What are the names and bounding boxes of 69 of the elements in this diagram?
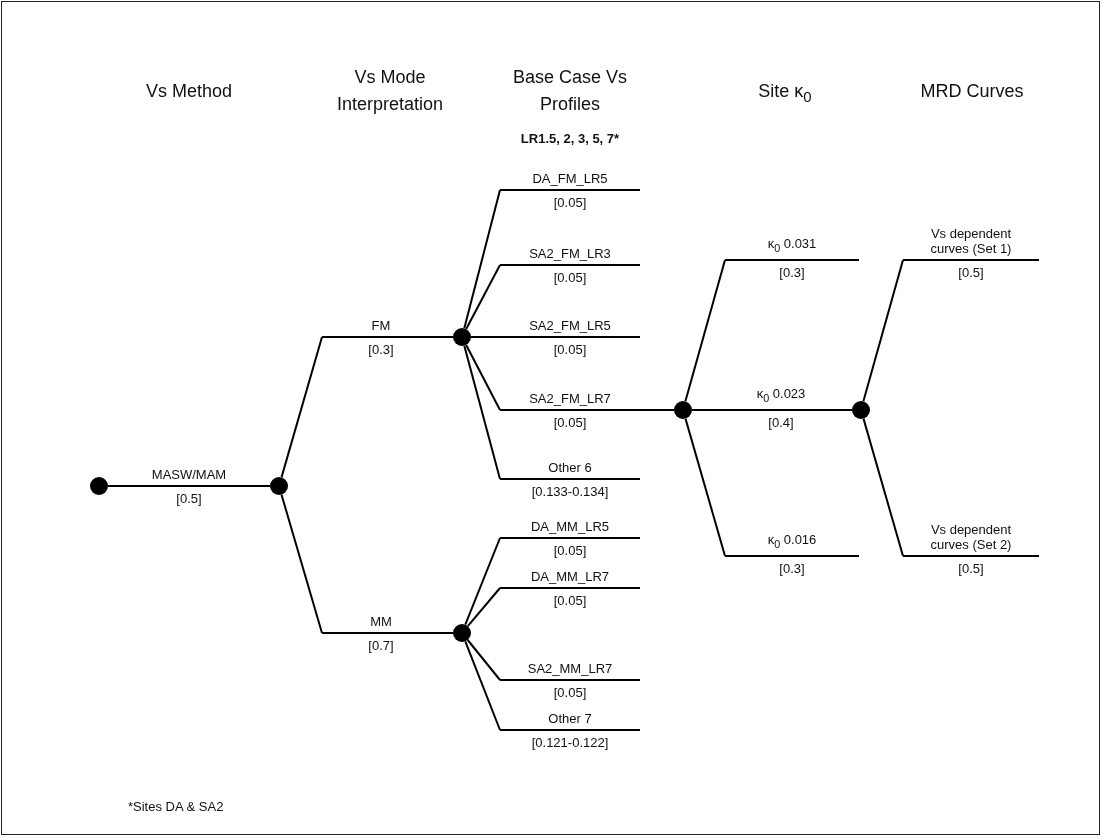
chance-node-dot — [852, 401, 870, 419]
probability-label: [0.3] — [779, 265, 805, 280]
branch-label: SA2_MM_LR7 — [527, 661, 613, 676]
branch-line — [465, 344, 501, 411]
column-heading: MRD Curves — [919, 80, 1025, 103]
branch-line — [439, 632, 454, 634]
branch-label: κ$_{0}$ 0.023 — [756, 386, 806, 406]
branch-label: Vs dependent curves (Set 2) — [929, 522, 1013, 552]
branch-line — [464, 640, 501, 731]
branch-line — [691, 409, 723, 411]
branch-line — [249, 485, 271, 487]
branch-line — [466, 639, 501, 681]
branch-label: MM — [370, 614, 392, 629]
branch-label: DA_FM_LR5 — [532, 171, 608, 186]
probability-label: [0.05] — [553, 195, 587, 210]
chance-node-dot — [674, 401, 692, 419]
branch-label: FM — [371, 318, 391, 333]
branch-label: MASW/MAM — [151, 467, 227, 482]
probability-label: [0.5] — [958, 561, 984, 576]
branch-line — [684, 417, 726, 557]
probability-label: [0.133-0.134] — [531, 484, 609, 499]
chance-node-dot — [453, 328, 471, 346]
branch-line — [862, 417, 904, 557]
probability-label: [0.05] — [553, 685, 587, 700]
branch-line — [466, 587, 501, 628]
branch-label: DA_MM_LR7 — [531, 569, 609, 584]
footnote: *Sites DA & SA2 — [128, 799, 224, 814]
branch-line — [862, 259, 904, 403]
probability-label: [0.05] — [553, 543, 587, 558]
column-heading: Vs Mode Interpretation — [335, 66, 445, 116]
branch-line — [464, 537, 501, 626]
column-heading: Base Case Vs Profiles — [511, 66, 629, 116]
column-heading: Site κ$_{0}$ — [757, 80, 813, 107]
branch-label: κ$_{0}$ 0.016 — [767, 532, 817, 552]
branch-label: Other 6 — [548, 460, 592, 475]
probability-label: [0.7] — [368, 638, 394, 653]
branch-line — [463, 189, 501, 330]
branch-line — [684, 259, 726, 403]
branch-label: SA2_FM_LR5 — [529, 318, 611, 333]
branch-label: DA_MM_LR5 — [531, 519, 609, 534]
chance-node-dot — [453, 624, 471, 642]
chance-node-dot — [270, 477, 288, 495]
probability-label: [0.121-0.122] — [531, 735, 609, 750]
branch-label: SA2_FM_LR7 — [529, 391, 611, 406]
column-heading: Vs Method — [144, 80, 233, 103]
probability-label: [0.05] — [553, 593, 587, 608]
probability-label: [0.5] — [176, 491, 202, 506]
branch-line — [470, 336, 501, 338]
branch-line — [107, 485, 129, 487]
probability-label: [0.05] — [553, 342, 587, 357]
branch-line — [280, 493, 323, 634]
branch-line — [839, 409, 853, 411]
branch-line — [639, 409, 675, 411]
branch-label: Other 7 — [548, 711, 592, 726]
branch-label: Vs dependent curves (Set 1) — [929, 226, 1013, 256]
branch-line — [439, 336, 454, 338]
branch-label: κ$_{0}$ 0.031 — [767, 236, 817, 256]
branch-label: SA2_FM_LR3 — [529, 246, 611, 261]
branch-line — [463, 344, 501, 480]
probability-label: [0.5] — [958, 265, 984, 280]
probability-label: [0.4] — [768, 415, 794, 430]
profile-note: LR1.5, 2, 3, 5, 7* — [520, 131, 620, 146]
branch-line — [465, 264, 501, 330]
branch-line — [280, 336, 323, 479]
probability-label: [0.3] — [779, 561, 805, 576]
probability-label: [0.05] — [553, 415, 587, 430]
probability-label: [0.3] — [368, 342, 394, 357]
chance-node-dot — [90, 477, 108, 495]
probability-label: [0.05] — [553, 270, 587, 285]
